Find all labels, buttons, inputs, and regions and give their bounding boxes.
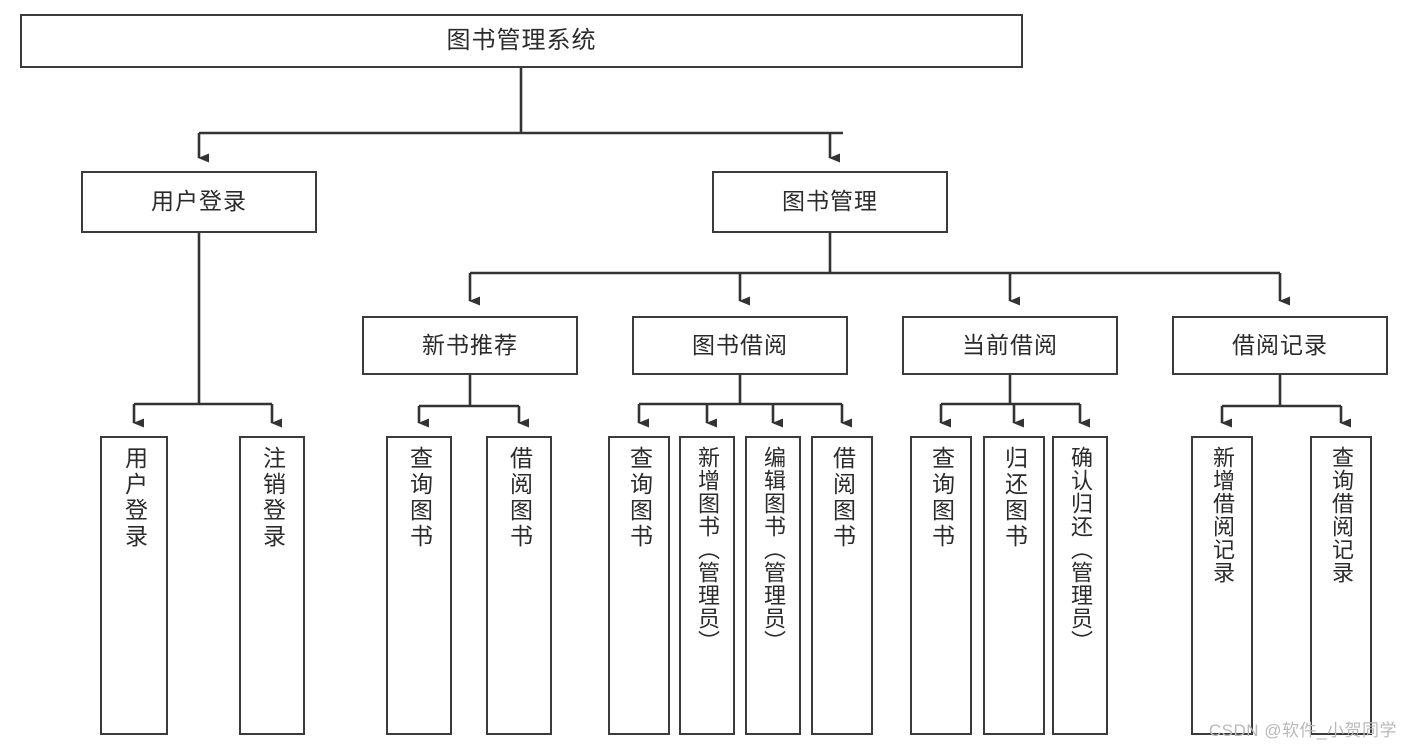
node-leaf-user-logout[interactable]: 注销登录 [239,436,305,735]
node-leaf-borrow-book-recommend[interactable]: 借阅图书 [486,436,552,735]
node-leaf-borrow-book[interactable]: 借阅图书 [811,436,873,735]
node-label: 借阅图书 [506,446,533,550]
node-leaf-query-book-current[interactable]: 查询图书 [910,436,972,735]
node-leaf-query-book-recommend[interactable]: 查询图书 [386,436,452,735]
node-leaf-edit-book-admin[interactable]: 编辑图书（管理员） [745,436,801,735]
node-label: 确认归还（管理员） [1068,446,1093,653]
node-label: 新增图书（管理员） [695,446,720,653]
node-book-manage[interactable]: 图书管理 [712,171,948,233]
node-leaf-add-book-admin[interactable]: 新增图书（管理员） [679,436,735,735]
node-leaf-return-book[interactable]: 归还图书 [983,436,1045,735]
node-label: 新增借阅记录 [1210,446,1235,584]
node-label: 借阅图书 [829,446,856,550]
node-label: 借阅记录 [1232,331,1328,358]
node-user-login[interactable]: 用户登录 [81,171,317,233]
node-label: 查询图书 [406,446,433,550]
node-leaf-query-book-borrow[interactable]: 查询图书 [608,436,670,735]
node-borrow-record[interactable]: 借阅记录 [1172,316,1388,375]
node-current-borrow[interactable]: 当前借阅 [902,316,1118,375]
node-leaf-user-login[interactable]: 用户登录 [100,436,168,735]
node-book-borrow[interactable]: 图书借阅 [632,316,848,375]
node-label: 当前借阅 [962,331,1058,358]
node-leaf-query-borrow-record[interactable]: 查询借阅记录 [1310,436,1372,735]
node-label: 图书借阅 [692,331,788,358]
node-label: 查询借阅记录 [1329,446,1354,584]
node-label: 编辑图书（管理员） [761,446,786,653]
node-label: 图书管理 [782,188,878,215]
node-label: 用户登录 [121,446,148,550]
node-leaf-confirm-return-admin[interactable]: 确认归还（管理员） [1052,436,1108,735]
node-label: 图书管理系统 [446,26,597,54]
node-label: 用户登录 [151,188,247,215]
node-label: 查询图书 [928,446,955,550]
node-new-book-recommend[interactable]: 新书推荐 [362,316,578,375]
node-leaf-add-borrow-record[interactable]: 新增借阅记录 [1191,436,1253,735]
node-label: 归还图书 [1001,446,1028,550]
watermark-text: CSDN @软件_小贺同学 [1208,721,1397,740]
node-label: 注销登录 [259,446,286,550]
node-label: 新书推荐 [422,331,518,358]
node-label: 查询图书 [626,446,653,550]
node-root-system[interactable]: 图书管理系统 [20,14,1023,68]
